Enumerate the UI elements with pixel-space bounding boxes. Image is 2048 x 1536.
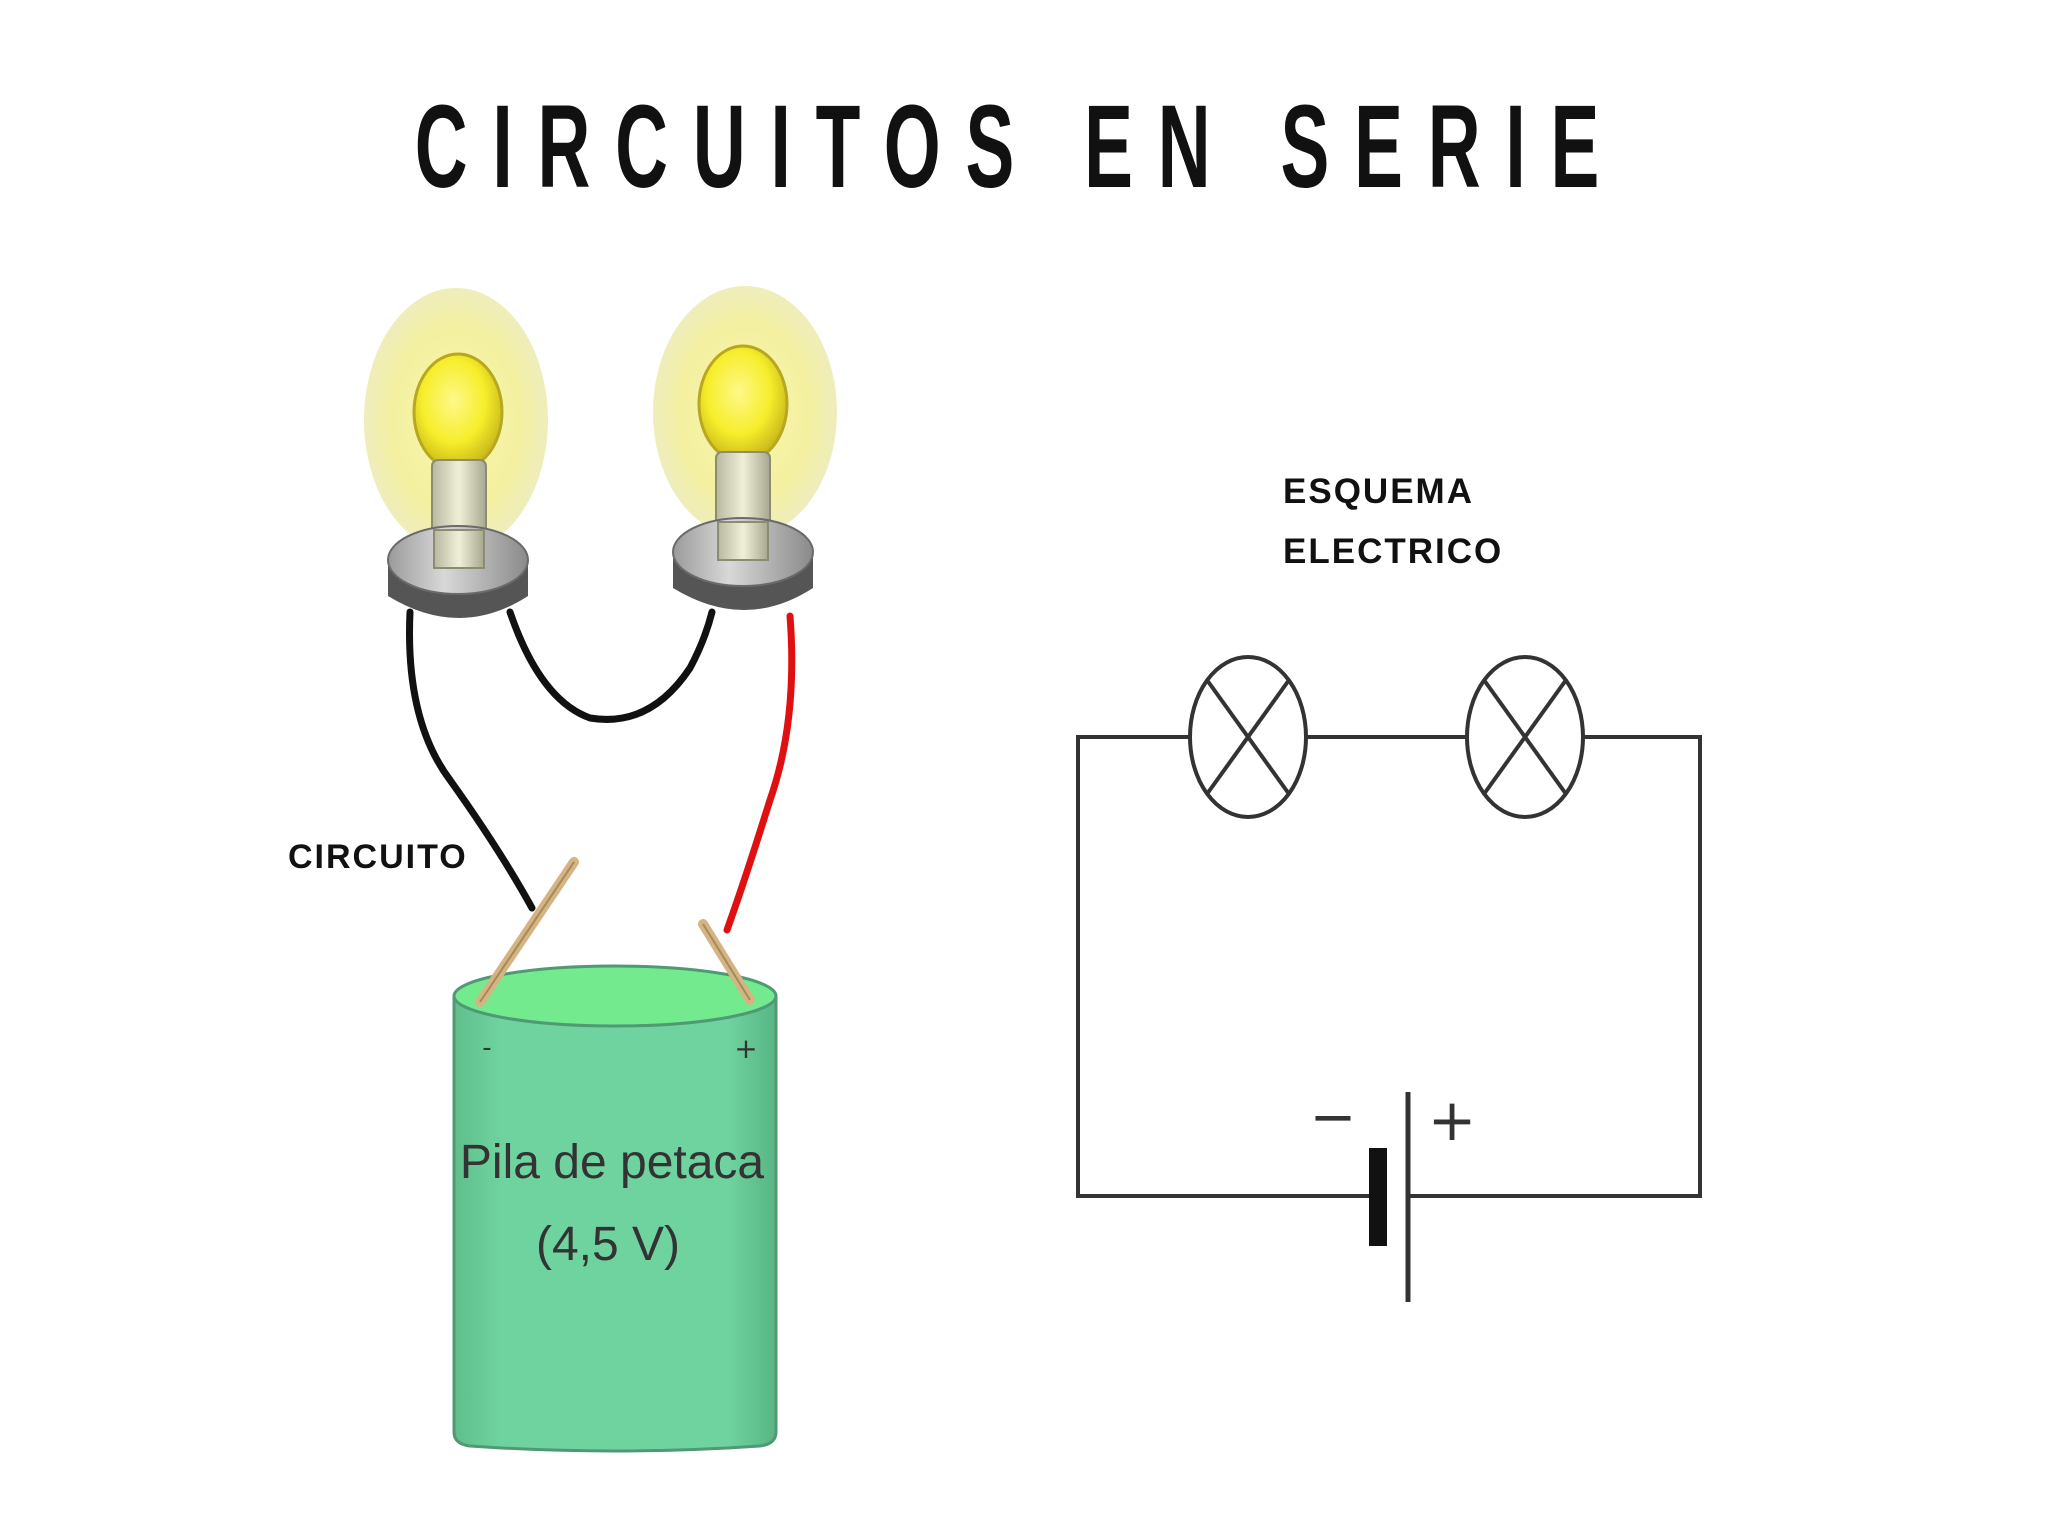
battery-plus-sign: + [734, 1032, 757, 1065]
wire-positive [723, 612, 796, 934]
schematic-diagram [1076, 655, 1702, 1302]
schema-label: ESQUEMA ELECTRICO [1283, 462, 1503, 582]
battery-top [452, 964, 778, 1028]
left-bulb [364, 288, 548, 618]
circuit-label: CIRCUITO [288, 838, 468, 876]
battery-minus-sign: - [482, 1033, 491, 1063]
schema-label-line-2: ELECTRICO [1283, 532, 1504, 571]
lamp-symbol-icon [1188, 655, 1308, 819]
right-bulb [653, 286, 837, 610]
schematic-plus-sign: + [1428, 1086, 1477, 1154]
battery-body [452, 994, 778, 1453]
wire-negative [406, 608, 536, 912]
bulb-neck-lower [717, 521, 769, 561]
positive-clip-edge [702, 923, 751, 1001]
schematic-wire-left [1076, 735, 1375, 1198]
cell-symbol-icon [1369, 1092, 1411, 1302]
wire-between-bulbs [506, 608, 716, 723]
bulb-glass [697, 344, 789, 464]
page-title: CIRCUITOS EN SERIE [414, 81, 1625, 213]
battery: - + Pila de petaca (4,5 V) [452, 857, 778, 1453]
battery-voltage: (4,5 V) [536, 1218, 680, 1271]
bulb-neck-lower [433, 529, 485, 569]
schematic-wire-right [1406, 735, 1702, 1198]
schematic-minus-sign: − [1310, 1085, 1357, 1150]
lamp-symbol-icon [1465, 655, 1585, 819]
bulb-glass [412, 352, 504, 472]
schema-label-line-1: ESQUEMA [1283, 472, 1474, 511]
battery-name: Pila de petaca [460, 1136, 765, 1189]
negative-clip-edge [479, 861, 575, 1003]
